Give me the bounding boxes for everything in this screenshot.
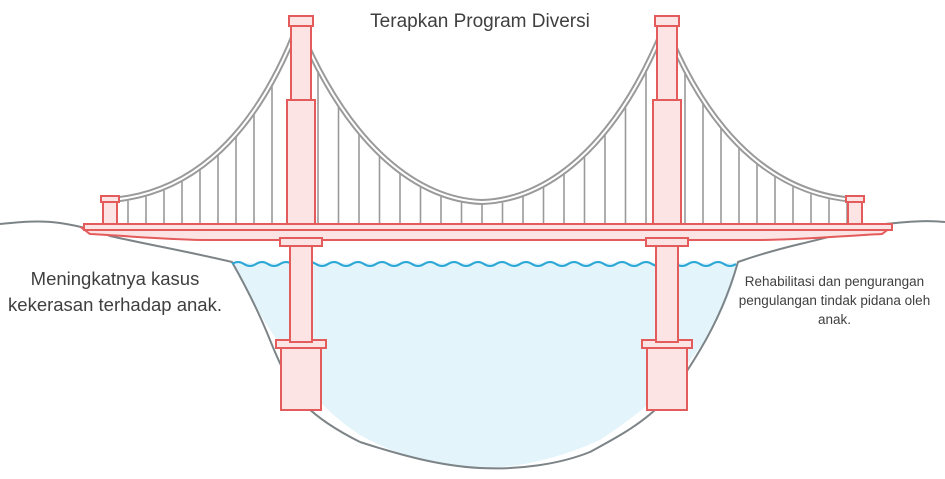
solution-title: Terapkan Program Diversi [370, 11, 590, 32]
main-cable-center-span [295, 23, 668, 206]
left-pier-foundation [275, 339, 327, 411]
bridge-deck [83, 223, 893, 231]
main-cable-right-span [662, 23, 856, 203]
water-surface [231, 261, 737, 267]
main-cable-center-span-inner [297, 24, 666, 204]
river-water [232, 263, 738, 468]
main-cable-left-span-inner [109, 24, 299, 201]
right-tower [652, 15, 682, 227]
left-pier-cap [279, 237, 323, 247]
right-pier-column [655, 245, 679, 343]
suspender-cables [127, 70, 848, 224]
left-anchor [100, 195, 120, 225]
main-cable-right-span-inner [664, 24, 856, 201]
outcome-label: Rehabilitasi dan pengurangan pengulangan… [738, 274, 931, 327]
left-tower [286, 15, 316, 227]
right-pier-cap [645, 237, 689, 247]
problem-label: Meningkatnya kasus kekerasan terhadap an… [8, 268, 222, 315]
left-pier-column [289, 245, 313, 343]
right-pier-foundation [641, 339, 693, 411]
right-anchor [845, 195, 865, 225]
main-cable-left-span [109, 23, 301, 203]
